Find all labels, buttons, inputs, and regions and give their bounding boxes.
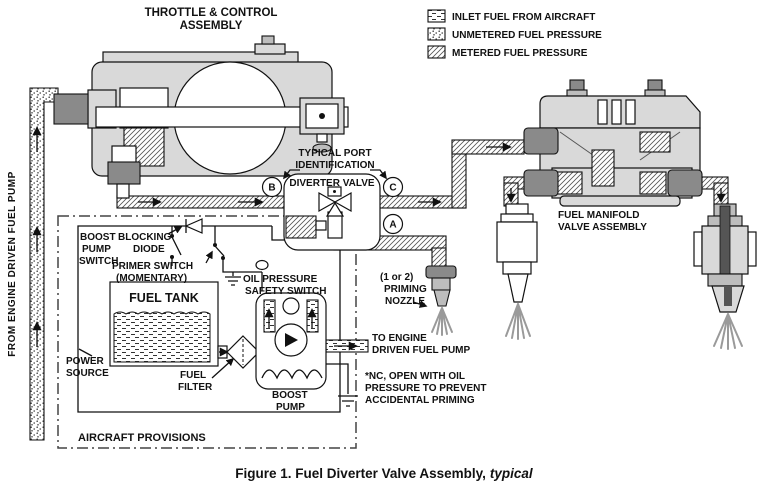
- to-engine-pump-line2: DRIVEN FUEL PUMP: [372, 345, 470, 356]
- fuel-manifold-line1: FUEL MANIFOLD: [558, 210, 639, 221]
- priming-nozzle-line1: (1 or 2): [380, 272, 413, 283]
- primer-switch-line1: PRIMER SWITCH: [112, 261, 193, 272]
- figure-caption: Figure 1. Fuel Diverter Valve Assembly,t…: [0, 466, 768, 481]
- circuit-wires: [77, 225, 349, 413]
- ground-symbol: [338, 395, 358, 407]
- power-source-line1: POWER: [66, 356, 105, 367]
- fuel-manifold-drawing: [523, 79, 703, 207]
- right-injector-drawing: [693, 203, 757, 350]
- fuel-system-diagram: INLET FUEL FROM AIRCRAFT UNMETERED FUEL …: [7, 7, 757, 449]
- oil-pressure-line2: SAFETY SWITCH: [245, 286, 326, 297]
- typical-port-line2: IDENTIFICATION: [295, 160, 374, 171]
- diverter-valve-label: DIVERTER VALVE: [289, 178, 375, 189]
- power-source-line2: SOURCE: [66, 368, 109, 379]
- nc-note-line2: PRESSURE TO PREVENT: [365, 383, 487, 394]
- boost-pump-drawing: [255, 292, 369, 390]
- fuel-manifold-line2: VALVE ASSEMBLY: [558, 222, 647, 233]
- port-a: A: [382, 213, 404, 235]
- label-pointer-arrows: [167, 169, 428, 379]
- fuel-filter-drawing: [226, 335, 260, 369]
- port-b-label: B: [268, 183, 275, 194]
- legend: INLET FUEL FROM AIRCRAFT UNMETERED FUEL …: [427, 9, 602, 59]
- to-engine-pump-line1: TO ENGINE: [372, 333, 427, 344]
- figure-caption-main: Figure 1. Fuel Diverter Valve Assembly,: [235, 466, 486, 481]
- legend-label-unmetered: UNMETERED FUEL PRESSURE: [452, 30, 602, 41]
- pipe-to-left-injector: [503, 176, 527, 207]
- priming-nozzle-line3: NOZZLE: [385, 296, 425, 307]
- primer-switch-symbol: [213, 243, 225, 260]
- boost-pump-switch-symbol: [170, 234, 182, 259]
- throttle-title-line2: ASSEMBLY: [180, 20, 243, 32]
- legend-swatch-metered: [427, 45, 446, 59]
- priming-nozzle-drawing: [425, 265, 457, 336]
- typical-port-line1: TYPICAL PORT: [298, 148, 371, 159]
- boost-pump-switch-line1: BOOST: [80, 232, 116, 243]
- pressure-switch-terminal: [255, 259, 269, 271]
- boost-pump-switch-line2: PUMP: [82, 244, 111, 255]
- fuel-filter-line1: FUEL: [180, 370, 206, 381]
- legend-label-inlet: INLET FUEL FROM AIRCRAFT: [452, 12, 595, 23]
- boost-pump-line1: BOOST: [272, 390, 308, 401]
- port-b: B: [261, 176, 283, 198]
- blocking-diode-symbol: [184, 218, 203, 234]
- fuel-filter-line2: FILTER: [178, 382, 213, 393]
- blocking-diode-line1: BLOCKING: [118, 232, 172, 243]
- primer-switch-line2: (MOMENTARY): [116, 273, 187, 284]
- aircraft-provisions-label: AIRCRAFT PROVISIONS: [78, 432, 206, 444]
- legend-swatch-unmetered: [427, 27, 446, 41]
- ground-symbol: [225, 276, 241, 286]
- legend-swatch-inlet: [427, 9, 446, 23]
- nc-note-line3: ACCIDENTAL PRIMING: [365, 395, 475, 406]
- pipe-to-right-injector: [699, 176, 729, 207]
- solenoid-coil: [285, 215, 317, 239]
- port-c-label: C: [389, 183, 396, 194]
- blocking-diode-line2: DIODE: [133, 244, 165, 255]
- port-a-label: A: [389, 220, 396, 231]
- nc-note-line1: *NC, OPEN WITH OIL: [365, 371, 465, 382]
- port-c: C: [382, 176, 404, 198]
- boost-pump-switch-line3: SWITCH: [79, 256, 118, 267]
- fuel-tank-drawing: [109, 281, 229, 367]
- figure-caption-typical: typical: [489, 466, 533, 481]
- from-engine-pump-label: FROM ENGINE DRIVEN FUEL PUMP: [7, 171, 18, 357]
- fuel-tank-label: FUEL TANK: [129, 291, 199, 305]
- diverter-valve-drawing: [283, 173, 381, 251]
- priming-nozzle-line2: PRIMING: [384, 284, 427, 295]
- aircraft-provisions-boundary: [57, 215, 357, 449]
- pipe-unmetered-supply: [29, 87, 59, 441]
- boost-pump-line2: PUMP: [276, 402, 305, 413]
- left-injector-drawing: [496, 203, 538, 340]
- throttle-title-line1: THROTTLE & CONTROL: [145, 7, 278, 19]
- throttle-control-assembly-drawing: [53, 35, 349, 199]
- oil-pressure-line1: OIL PRESSURE: [243, 274, 318, 285]
- legend-label-metered: METERED FUEL PRESSURE: [452, 48, 588, 59]
